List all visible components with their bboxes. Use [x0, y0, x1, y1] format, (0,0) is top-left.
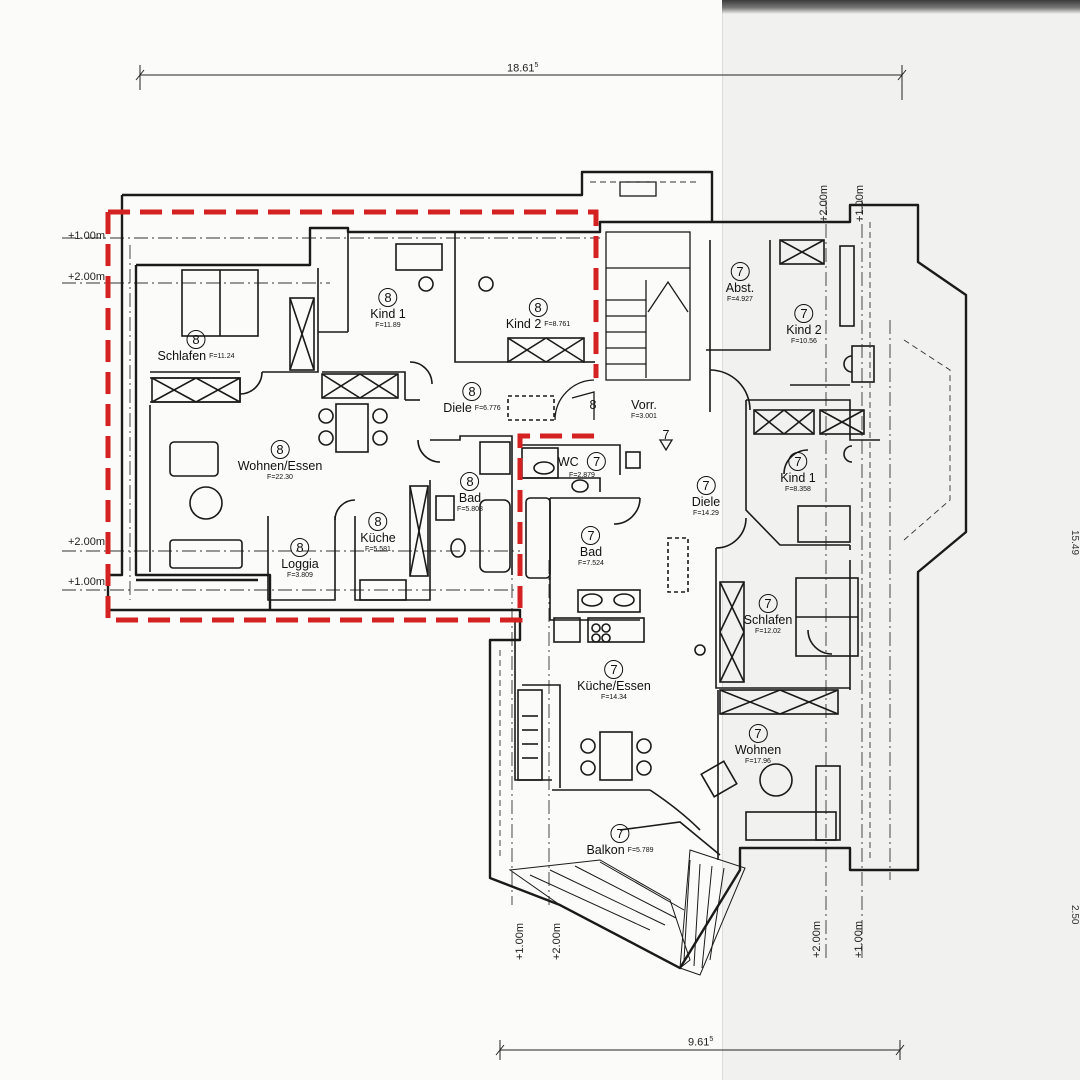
- room-kind2-unit-7: 7 Kind 2 F=10.56: [786, 304, 822, 345]
- room-kueche-essen-unit-7: 7 Küche/Essen F=14.34: [577, 660, 651, 701]
- level-marker-left-4: +1.00m: [68, 576, 105, 588]
- balcony-hatch: [508, 849, 746, 976]
- unit-8-highlight: [105, 209, 599, 623]
- interior-walls-unit-8: [149, 232, 595, 601]
- room-wc-unit-7: WC 7 F=2.879: [558, 452, 607, 480]
- dimension-line-bottom: [495, 1040, 905, 1060]
- scan-edge: [722, 0, 1080, 14]
- level-marker-bottom-right-2: +1.00m: [853, 921, 865, 958]
- room-kind1-unit-8: 8 Kind 1 F=11.89: [370, 288, 406, 329]
- roof-projection: [499, 181, 951, 860]
- level-marker-left-2: +2.00m: [68, 271, 105, 283]
- level-marker-bottom-1: +1.00m: [514, 923, 526, 960]
- level-marker-bottom-right-1: +2.00m: [811, 921, 823, 958]
- room-bad-unit-7: 7 Bad F=7.524: [578, 526, 604, 567]
- room-bad-unit-8: 8 Bad F=5.808: [457, 472, 483, 513]
- room-schlafen-unit-7: 7 Schlafen F=12.02: [743, 594, 793, 635]
- outer-walls: [106, 170, 968, 970]
- level-marker-top-right-1: +2.00m: [818, 185, 830, 222]
- dimension-right-top: 15.49: [1069, 530, 1080, 556]
- level-marker-bottom-2: +2.00m: [551, 923, 563, 960]
- stair-mark-unit-8: 8: [589, 398, 597, 412]
- room-wohnen-essen-unit-8: 8 Wohnen/Essen F=22.30: [237, 440, 323, 481]
- level-marker-left-3: +2.00m: [68, 536, 105, 548]
- room-loggia-unit-8: 8 Loggia F=3.809: [281, 538, 319, 579]
- room-diele-unit-7: 7 Diele F=14.29: [691, 476, 721, 517]
- room-kind1-unit-7: 7 Kind 1 F=8.358: [780, 452, 816, 493]
- scan-fold-line: [722, 0, 723, 1080]
- dimension-bottom: 9.615: [688, 1036, 714, 1049]
- level-marker-top-right-2: +1.00m: [854, 185, 866, 222]
- dimension-top: 18.615: [507, 62, 539, 75]
- dimension-line-top: [135, 65, 907, 100]
- level-marker-left-1: +1.00m: [68, 230, 105, 242]
- scan-fold-shadow: [722, 0, 1080, 1080]
- stairwell: [554, 181, 691, 452]
- room-vorraum: Vorr. F=3.001: [631, 398, 657, 420]
- stair-mark-unit-7: 7: [662, 428, 670, 442]
- interior-walls-unit-7: [514, 239, 880, 860]
- room-wohnen-unit-7: 7 Wohnen F=17.96: [734, 724, 782, 765]
- room-kueche-unit-8: 8 Küche F=5.581: [360, 512, 396, 553]
- dimension-right-bottom: 2.50: [1069, 905, 1080, 925]
- room-abstellraum-unit-7: 7 Abst. F=4.927: [725, 262, 755, 303]
